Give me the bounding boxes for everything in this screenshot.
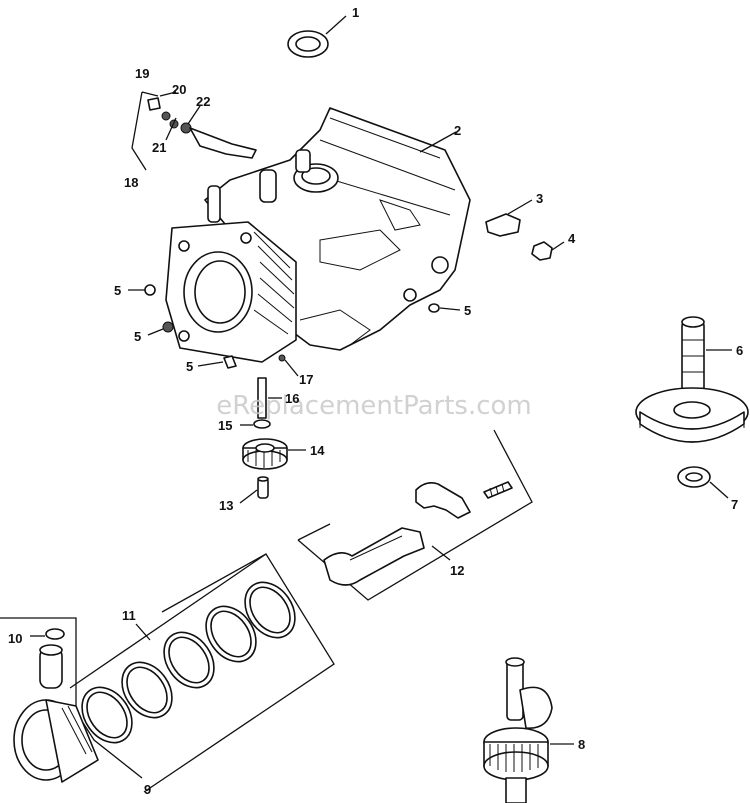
callout-11: 11 [122,608,136,623]
part-crankcase [165,107,471,363]
watermark-text: eReplacementParts.com [216,391,532,421]
callout-4: 4 [568,231,576,246]
callout-19: 19 [135,66,149,81]
callout-9: 9 [144,782,151,797]
callout-3: 3 [536,191,543,206]
callout-12: 12 [450,563,464,578]
part-camshaft [635,316,749,443]
callout-8: 8 [578,737,585,752]
callout-16: 16 [285,391,299,406]
callout-15: 15 [218,418,232,433]
part-bracket [485,199,533,237]
part-connecting-rod [297,429,533,601]
callout-10: 10 [8,631,22,646]
callout-6: 6 [736,343,743,358]
part-governor-assembly [239,354,306,504]
part-plug-bottom [197,355,237,369]
callout-20: 20 [172,82,186,97]
part-piston-group [0,617,143,783]
part-piston-rings [69,553,335,793]
part-washer [677,466,729,499]
callout-5-bottom: 5 [186,359,193,374]
part-plug-lower-left [147,321,174,336]
callout-5-left: 5 [114,283,121,298]
part-plug-right [428,303,461,313]
callout-14: 14 [310,443,325,458]
part-oil-seal [287,15,347,58]
part-breather-assembly [131,91,257,171]
callout-18: 18 [124,175,138,190]
callout-5-right: 5 [464,303,471,318]
callout-22: 22 [196,94,210,109]
callout-13: 13 [219,498,233,513]
callout-1: 1 [352,5,359,20]
callout-5-lower-left: 5 [134,329,141,344]
part-nut [531,241,565,261]
callout-2: 2 [454,123,461,138]
part-crankshaft [483,657,574,803]
part-plug-left [128,284,156,296]
callout-17: 17 [299,372,313,387]
callout-21: 21 [152,140,166,155]
callout-7: 7 [731,497,738,512]
